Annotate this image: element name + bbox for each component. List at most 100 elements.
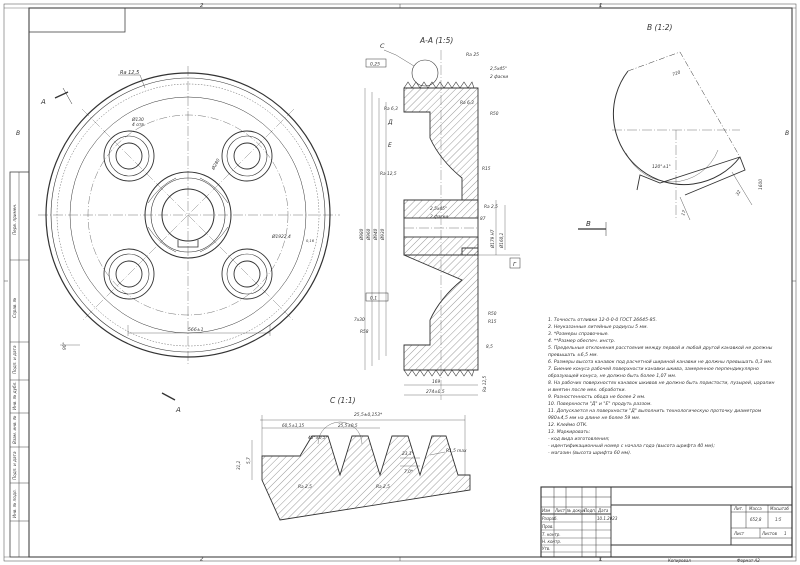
surface-d-label: Д — [387, 119, 393, 126]
note-line: 980±4,5 мм на длине не более 59 мм. — [548, 416, 641, 421]
dim-r50b: R50 — [488, 311, 497, 317]
zone-right-b: B — [785, 130, 789, 137]
dim-small: 0,16 — [306, 239, 315, 243]
front-view — [38, 66, 340, 401]
note-line: - код вида изготовления; — [548, 437, 610, 442]
dim-720: 720 — [672, 69, 682, 78]
dim-r15b: R15 — [488, 319, 497, 325]
strip-label: Инв. № дубл. — [12, 381, 17, 410]
dim-87: 87 — [480, 216, 486, 222]
dim-d940: Ø940 — [373, 228, 378, 241]
zone-bottom-2: 2 — [200, 557, 204, 563]
zone-bottom-1: 1 — [599, 557, 603, 563]
strip-label: Перв. примен. — [12, 204, 17, 235]
dim-r15: R15 — [482, 166, 491, 172]
title-block — [540, 486, 793, 558]
dim-32: 32 — [735, 189, 743, 197]
tolerance-box: 0,1 — [370, 296, 377, 302]
roughness-label: Ra 25 — [466, 52, 479, 58]
section-arrow-label: А — [175, 406, 181, 414]
note-line: 6. Размеры высота канавок под расчетной … — [548, 360, 773, 365]
section-arrow-label: А — [40, 98, 46, 106]
dim-d930: Ø930 — [380, 228, 385, 241]
bolt-hole — [103, 130, 155, 182]
tb-row: Н. контр. — [542, 539, 561, 544]
strip-label: Взам. инв. № — [12, 415, 17, 444]
dim-605: 60,5±1,15 — [282, 423, 304, 428]
dim-r50: R50 — [490, 111, 499, 117]
bolt-hole — [103, 248, 155, 300]
tb-mass: Масса — [749, 506, 762, 511]
dim-d160: Ø160,2 — [499, 232, 504, 249]
dim-274: 274±0,5 — [426, 389, 445, 395]
dim-57: 5,7 — [246, 457, 251, 464]
roughness-label: Ra 12,5 — [380, 171, 397, 177]
strip-label: Подп. и дата — [12, 345, 17, 374]
detail-b-title: В (1:2) — [647, 23, 673, 32]
dim-1600: 1600 — [758, 179, 764, 190]
tb-copied: Копировал — [668, 558, 691, 563]
tb-lit: Лит. — [733, 506, 743, 511]
tb-row: Утв. — [542, 546, 550, 551]
dim-120: 120°±1° — [652, 164, 671, 170]
title-block-text: Изм Лист № докум. Подп. Дата Разраб. Про… — [542, 506, 790, 563]
roughness-label: Ra 2,5 — [484, 204, 498, 210]
note-line: 1. Точность отливки 12-0-0-0 ГОСТ 26645-… — [548, 318, 657, 323]
note-line: образующей конуса, не должно быть более … — [548, 374, 677, 379]
dim-chamfer: 2,5x45° — [430, 206, 447, 212]
dim-d280: Ø280 — [209, 157, 222, 172]
dim-7x30: 7х30 — [354, 317, 365, 323]
tb-sheets: Листов — [761, 531, 778, 536]
roughness-label: Ra 12,5 — [482, 376, 487, 392]
left-strip-labels: Перв. примен. Справ. № Подп. и дата Инв.… — [12, 204, 17, 518]
section-annotations: 0,25 Ra 25 2,5x45° 2 фаски Ra 6,3 Ra 6,3… — [354, 52, 521, 395]
roughness-label: Ra 2,5 — [376, 484, 390, 490]
dim-r15max: R1,5 max — [446, 448, 467, 454]
tb-date: 10.1.2023 — [597, 516, 618, 521]
note-line: 13. Маркировать: — [548, 430, 591, 435]
zone-top-1: 1 — [599, 3, 603, 9]
dim-255b: 25,5±0,5 — [338, 423, 358, 428]
tb-row: Т. контр. — [542, 532, 561, 537]
note-line: 7. Биение конуса рабочей поверхности кан… — [548, 367, 759, 372]
dim-d980: Ø980 — [359, 228, 364, 241]
dim-169: 169 — [432, 379, 440, 385]
tb-format: Формат А2 — [737, 558, 760, 563]
dim-566: 566±1 — [188, 327, 204, 333]
tb-col-izm: Изм — [542, 508, 550, 513]
note-line: - магазин (высота шрифта 60 мм). — [548, 451, 632, 456]
tb-col-sign: Подп. — [584, 508, 596, 513]
roughness-label: Ra 6,3 — [460, 100, 474, 106]
roughness-label: Ra 2,5 — [298, 484, 312, 490]
roughness-label: Ra 12,5 — [120, 70, 139, 76]
roughness-label: Ra 6,3 — [384, 106, 398, 112]
dim-17: 17 — [680, 209, 688, 216]
dim-d1922: Ø1922,4 — [271, 233, 291, 240]
note-line: превышать ±6,5 мм. — [548, 353, 598, 358]
dim-d960: Ø960 — [366, 228, 371, 241]
note-line: 12. Клеймо ОТК. — [548, 423, 588, 428]
dim-231: 23,1* — [402, 451, 415, 457]
detail-c-view — [251, 415, 471, 521]
tb-sheets-value: 1 — [784, 531, 787, 536]
detail-c-title: С (1:1) — [330, 396, 356, 405]
note-line: 5. Предельные отклонения расстояния межд… — [548, 346, 773, 351]
section-title: А-А (1:5) — [419, 36, 453, 45]
dim-255: 25,5±0,153* — [354, 412, 383, 418]
tb-col-list: Лист — [554, 508, 566, 513]
dim-90: 90° — [62, 342, 68, 350]
surface-e-label: Е — [388, 142, 392, 149]
note-line: 2. Неуказанные литейные радиусы 5 мм. — [548, 325, 648, 330]
tb-col-doc: № докум. — [566, 508, 587, 513]
note-line: 8. На рабочих поверхностях канавок шкиво… — [548, 381, 775, 386]
dim-85: 8,5 — [486, 344, 493, 350]
dim-r58: R58 — [360, 329, 369, 335]
tb-mass-value: 652,8 — [750, 517, 762, 522]
detail-b-view — [578, 51, 753, 236]
note-line: 4. **Размер обеспеч. инстр. — [548, 339, 616, 344]
dim-d179: Ø179 Н7 — [490, 229, 495, 249]
note-line: 11. Допускается на поверхности "Д" выпол… — [548, 409, 762, 414]
note-line: 3. *Размеры справочные. — [548, 332, 609, 337]
tb-sheet: Лист — [733, 531, 745, 536]
